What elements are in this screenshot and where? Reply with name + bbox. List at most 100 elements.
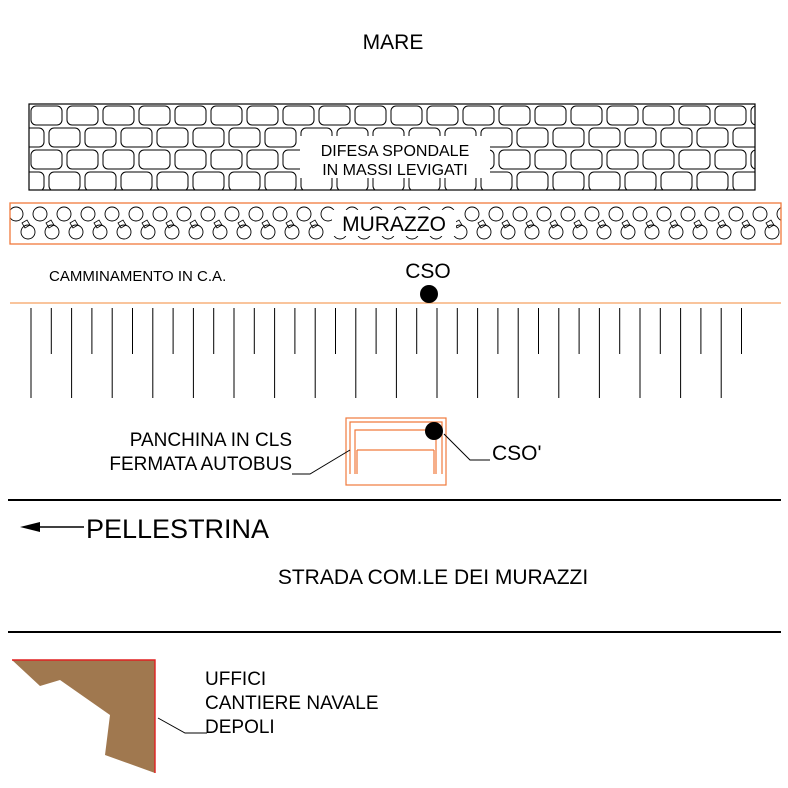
revetment-stone: [498, 149, 531, 170]
revetment-stone: [642, 105, 675, 126]
seawall-stone: [140, 224, 156, 240]
seawall-pebble: [669, 219, 679, 229]
revetment-stone: [660, 171, 693, 190]
bench-label-line2: FERMATA AUTOBUS: [109, 454, 292, 475]
revetment-stone: [102, 105, 135, 126]
seawall-pebble: [69, 219, 79, 229]
cso-prime-leader-line: [443, 433, 490, 461]
revetment-stone: [174, 105, 207, 126]
seawall-stone: [680, 206, 696, 222]
seawall-stone: [596, 224, 612, 240]
revetment-stone: [588, 171, 621, 190]
revetment-stone: [354, 105, 387, 126]
direction-label: PELLESTRINA: [86, 514, 269, 544]
seawall-stone: [560, 206, 576, 222]
seawall-stone: [524, 224, 540, 240]
bench-leader-line: [292, 449, 351, 475]
sea-label: MARE: [363, 31, 424, 54]
revetment-stone: [66, 105, 99, 126]
seawall-stone: [224, 206, 240, 222]
revetment-stone: [246, 149, 279, 170]
cso-label: CSO: [405, 260, 451, 283]
seawall-stone: [308, 224, 324, 240]
revetment-stone: [750, 149, 755, 170]
revetment-stone: [534, 105, 567, 126]
seawall-stone: [464, 206, 480, 222]
seawall-pebble: [45, 219, 55, 229]
seawall-pebble: [141, 219, 151, 229]
seawall-stone: [776, 207, 781, 221]
revetment-stone: [714, 149, 747, 170]
seawall-stone: [248, 206, 264, 222]
revetment-stone: [84, 171, 117, 190]
revetment-stone: [210, 105, 243, 126]
revetment-stone: [552, 127, 585, 148]
walkway-label: CAMMINAMENTO IN C.A.: [49, 268, 226, 285]
revetment-stone: [318, 105, 351, 126]
revetment-stone: [120, 127, 153, 148]
revetment-stone: [390, 105, 423, 126]
revetment-stone: [462, 105, 495, 126]
seawall-stone: [92, 224, 108, 240]
revetment-stone: [156, 127, 189, 148]
bench-label-line1: PANCHINA IN CLS: [130, 430, 292, 451]
seawall-stone: [188, 224, 204, 240]
seawall-pebble: [741, 219, 751, 229]
revetment-stone: [714, 105, 747, 126]
revetment-stone: [696, 127, 729, 148]
seawall-stone: [116, 224, 132, 240]
revetment-stone: [516, 127, 549, 148]
revetment-stone: [588, 127, 621, 148]
seawall-stone: [632, 206, 648, 222]
seawall-label-box: [332, 210, 456, 236]
seawall-stone: [548, 224, 564, 240]
seawall-pebble: [549, 219, 559, 229]
seawall-pebble: [621, 219, 631, 229]
revetment-stones: [29, 105, 755, 190]
seawall-stone: [10, 206, 24, 222]
revetment-stone: [48, 127, 81, 148]
revetment-stone: [138, 105, 171, 126]
cso-point-marker: [420, 285, 438, 303]
cso-prime-label: CSO': [492, 442, 542, 465]
walkway-hatch: [30, 308, 742, 398]
seawall-pebble: [501, 219, 511, 229]
revetment-stone: [138, 149, 171, 170]
seawall-pebble: [117, 219, 127, 229]
seawall-stone: [164, 224, 180, 240]
revetment-stone: [264, 127, 297, 148]
revetment-stone: [678, 105, 711, 126]
seawall-stone: [692, 224, 708, 240]
seawall-pebble: [597, 219, 607, 229]
seawall-stone: [284, 224, 300, 240]
seawall-pebble: [717, 219, 727, 229]
revetment-stone: [498, 105, 531, 126]
revetment-stone: [264, 171, 297, 190]
seawall-stone: [212, 224, 228, 240]
revetment-stone: [426, 105, 459, 126]
seawall-stone: [572, 224, 588, 240]
seawall-stone: [104, 206, 120, 222]
seawall-pebble: [165, 219, 175, 229]
seawall-stone: [56, 206, 72, 222]
revetment-stone: [480, 171, 513, 190]
seawall-pebble: [309, 219, 319, 229]
seawall-stone: [512, 206, 528, 222]
revetment-stone: [516, 171, 549, 190]
seawall-stone: [44, 224, 60, 240]
seawall-pebble: [693, 219, 703, 229]
shipyard-building-edge: [12, 659, 156, 773]
seawall-stone: [740, 224, 756, 240]
revetment-stone: [732, 127, 755, 148]
road-name-label: STRADA COM.LE DEI MURAZZI: [278, 566, 588, 589]
revetment-stone: [30, 105, 63, 126]
revetment-stone: [228, 171, 261, 190]
revetment-stone: [156, 171, 189, 190]
revetment-stone: [102, 149, 135, 170]
seawall-stone: [656, 206, 672, 222]
revetment-stone: [570, 105, 603, 126]
revetment-label-box: [300, 136, 490, 178]
revetment-label-line1: DIFESA SPONDALE: [321, 143, 470, 160]
revetment-stone: [282, 105, 315, 126]
